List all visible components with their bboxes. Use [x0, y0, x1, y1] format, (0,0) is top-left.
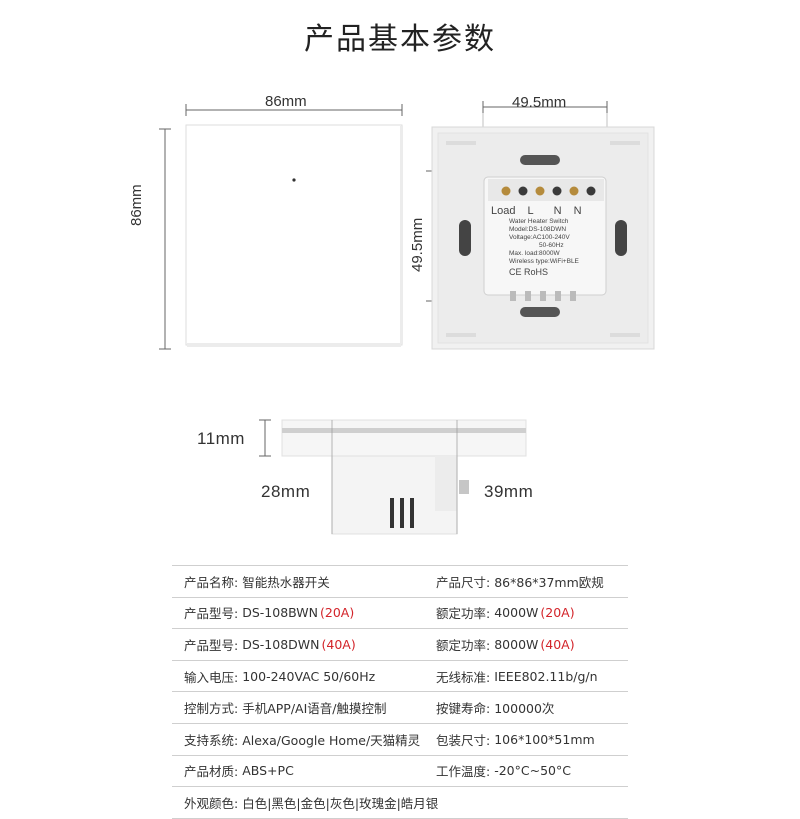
- spec-cell-right: 无线标准: IEEE802.11b/g/n: [436, 667, 628, 686]
- spec-current-rating: (40A): [540, 636, 575, 652]
- spec-cell-right: 包装尺寸:106*100*51mm: [436, 730, 628, 749]
- spec-value: 106*100*51mm: [494, 731, 595, 747]
- back-view-diagram: [426, 101, 655, 350]
- spec-label: 产品名称:: [184, 574, 239, 590]
- front-height-label: 86mm: [128, 184, 145, 226]
- spec-row: 产品名称:智能热水器开关产品尺寸:86*86*37mm欧规: [172, 566, 628, 598]
- spec-value: IEEE802.11b/g/n: [494, 668, 598, 684]
- spec-label: 支持系统:: [184, 732, 239, 748]
- spec-value: 4000W: [494, 605, 539, 621]
- spec-value: ABS+PC: [242, 763, 294, 779]
- spec-cell-left: 输入电压:100-240VAC 50/60Hz: [172, 667, 436, 686]
- spec-current-rating: (40A): [321, 636, 356, 652]
- spec-label: 额定功率:: [436, 606, 491, 622]
- side-view-diagram: [259, 419, 527, 535]
- spec-value: 智能热水器开关: [242, 574, 330, 590]
- module-height-label: 49.5mm: [409, 217, 426, 272]
- spec-label: 额定功率:: [436, 637, 491, 653]
- spec-label: 工作温度:: [436, 764, 491, 780]
- spec-cell-right: 额定功率:4000W(20A): [436, 603, 628, 622]
- spec-row: 控制方式:手机APP/AI语音/触摸控制按键寿命:100000次: [172, 692, 628, 724]
- module-line5: Max. load:8000W: [509, 250, 560, 257]
- spec-cell-left: 产品名称:智能热水器开关: [172, 572, 436, 591]
- spec-label: 产品材质:: [184, 764, 239, 780]
- module-line1: Water Heater Switch: [509, 218, 569, 225]
- spec-cell-right: 工作温度:-20°C~50°C: [436, 761, 628, 780]
- spec-value: Alexa/Google Home/天猫精灵: [242, 732, 421, 748]
- spec-label: 无线标准:: [436, 669, 491, 685]
- spec-label: 产品尺寸:: [436, 574, 491, 590]
- spec-row: 产品型号:DS-108BWN(20A)额定功率:4000W(20A): [172, 598, 628, 630]
- module-line6: Wireless type:WiFi+BLE: [509, 258, 579, 265]
- spec-label: 产品型号:: [184, 637, 239, 653]
- module-width-label: 49.5mm: [512, 94, 567, 111]
- spec-label: 产品型号:: [184, 606, 239, 622]
- spec-value: 86*86*37mm欧规: [494, 574, 604, 590]
- spec-value: -20°C~50°C: [494, 763, 571, 779]
- spec-label: 包装尺寸:: [436, 732, 491, 748]
- cert-marks: CE RoHS: [509, 267, 549, 277]
- spec-row: 产品型号:DS-108DWN(40A)额定功率:8000W(40A): [172, 629, 628, 661]
- module-line2: Model:DS-108DWN: [509, 226, 567, 233]
- spec-cell-right: 按键寿命:100000次: [436, 698, 628, 717]
- spec-row: 支持系统:Alexa/Google Home/天猫精灵包装尺寸:106*100*…: [172, 724, 628, 756]
- terminal-load: Load: [491, 205, 516, 217]
- front-view-diagram: [159, 104, 403, 350]
- thickness-label: 11mm: [197, 429, 245, 448]
- spec-label: 按键寿命:: [436, 701, 491, 717]
- colors-label: 外观颜色:: [184, 795, 239, 811]
- module-label: Load L N N Water Heater Switch Model:DS-…: [491, 205, 609, 277]
- spec-cell-right: 额定功率:8000W(40A): [436, 635, 628, 654]
- terminal-n1: N: [553, 205, 562, 217]
- terminal-labels: Load L N N: [491, 205, 609, 217]
- spec-cell-colors: 外观颜色:白色|黑色|金色|灰色|玫瑰金|皓月银: [172, 793, 438, 812]
- module-line3: Voltage:AC100-240V: [509, 234, 570, 241]
- spec-value: 8000W: [494, 636, 539, 652]
- spec-cell-left: 产品材质:ABS+PC: [172, 761, 436, 780]
- spec-cell-left: 控制方式:手机APP/AI语音/触摸控制: [172, 698, 436, 717]
- colors-value: 白色|黑色|金色|灰色|玫瑰金|皓月银: [242, 795, 439, 811]
- spec-value: 100-240VAC 50/60Hz: [242, 668, 376, 684]
- spec-current-rating: (20A): [320, 605, 355, 621]
- spec-current-rating: (20A): [540, 605, 575, 621]
- spec-value: 100000次: [494, 701, 555, 717]
- spec-label: 输入电压:: [184, 669, 239, 685]
- spec-cell-right: 产品尺寸:86*86*37mm欧规: [436, 572, 628, 591]
- depth-left-label: 28mm: [261, 482, 311, 501]
- spec-cell-left: 产品型号:DS-108BWN(20A): [172, 603, 436, 622]
- terminal-l: L: [527, 205, 534, 217]
- spec-value: DS-108BWN: [242, 605, 318, 621]
- spec-cell-left: 产品型号:DS-108DWN(40A): [172, 635, 436, 654]
- spec-row-colors: 外观颜色:白色|黑色|金色|灰色|玫瑰金|皓月银: [172, 787, 628, 819]
- front-width-label: 86mm: [265, 93, 307, 110]
- terminal-n2: N: [573, 205, 582, 217]
- spec-value: 手机APP/AI语音/触摸控制: [242, 701, 387, 717]
- page-title: 产品基本参数: [304, 22, 496, 57]
- spec-cell-left: 支持系统:Alexa/Google Home/天猫精灵: [172, 730, 436, 749]
- specs-table: 产品名称:智能热水器开关产品尺寸:86*86*37mm欧规产品型号:DS-108…: [172, 565, 628, 819]
- depth-right-label: 39mm: [484, 482, 534, 501]
- spec-value: DS-108DWN: [242, 636, 320, 652]
- module-line4: 50-60Hz: [539, 242, 564, 249]
- spec-label: 控制方式:: [184, 701, 239, 717]
